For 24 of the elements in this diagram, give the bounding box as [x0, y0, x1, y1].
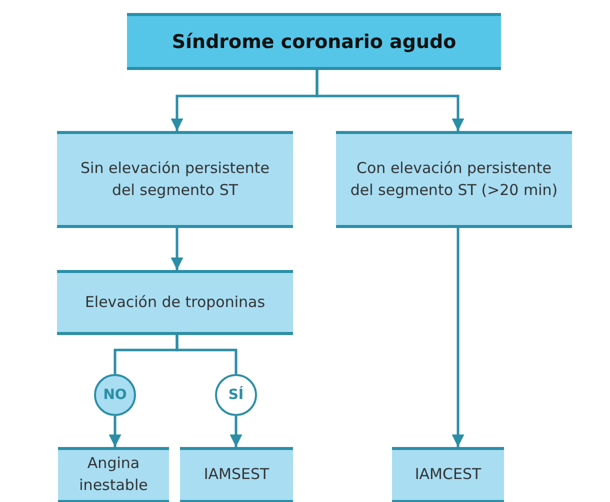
process-box — [392, 447, 504, 502]
decision-label: SÍ — [228, 387, 244, 403]
process-box — [57, 131, 293, 228]
arrow — [230, 416, 242, 447]
decision-circle — [94, 374, 136, 416]
node-text: Angina inestable — [78, 453, 149, 496]
process-box — [180, 447, 293, 502]
title-box — [127, 13, 501, 70]
arrow — [108, 416, 122, 447]
connector-line — [176, 335, 238, 374]
decision-label: NO — [103, 387, 127, 403]
title-text: Síndrome coronario agudo — [172, 30, 456, 52]
node-text: Elevación de troponinas — [84, 292, 266, 313]
node-text: IAMCEST — [414, 464, 482, 486]
node-text: IAMSEST — [204, 464, 270, 486]
arrow — [452, 228, 464, 447]
arrow — [316, 70, 464, 131]
node-text: Sin elevación persistente del segmento ST — [80, 158, 270, 200]
decision-circle — [215, 374, 257, 416]
arrow — [170, 228, 184, 270]
process-box — [58, 447, 169, 502]
process-box — [336, 131, 572, 228]
process-box — [57, 270, 293, 335]
node-text: Con elevación persistente del segmento ST (>20 min) — [349, 158, 559, 200]
